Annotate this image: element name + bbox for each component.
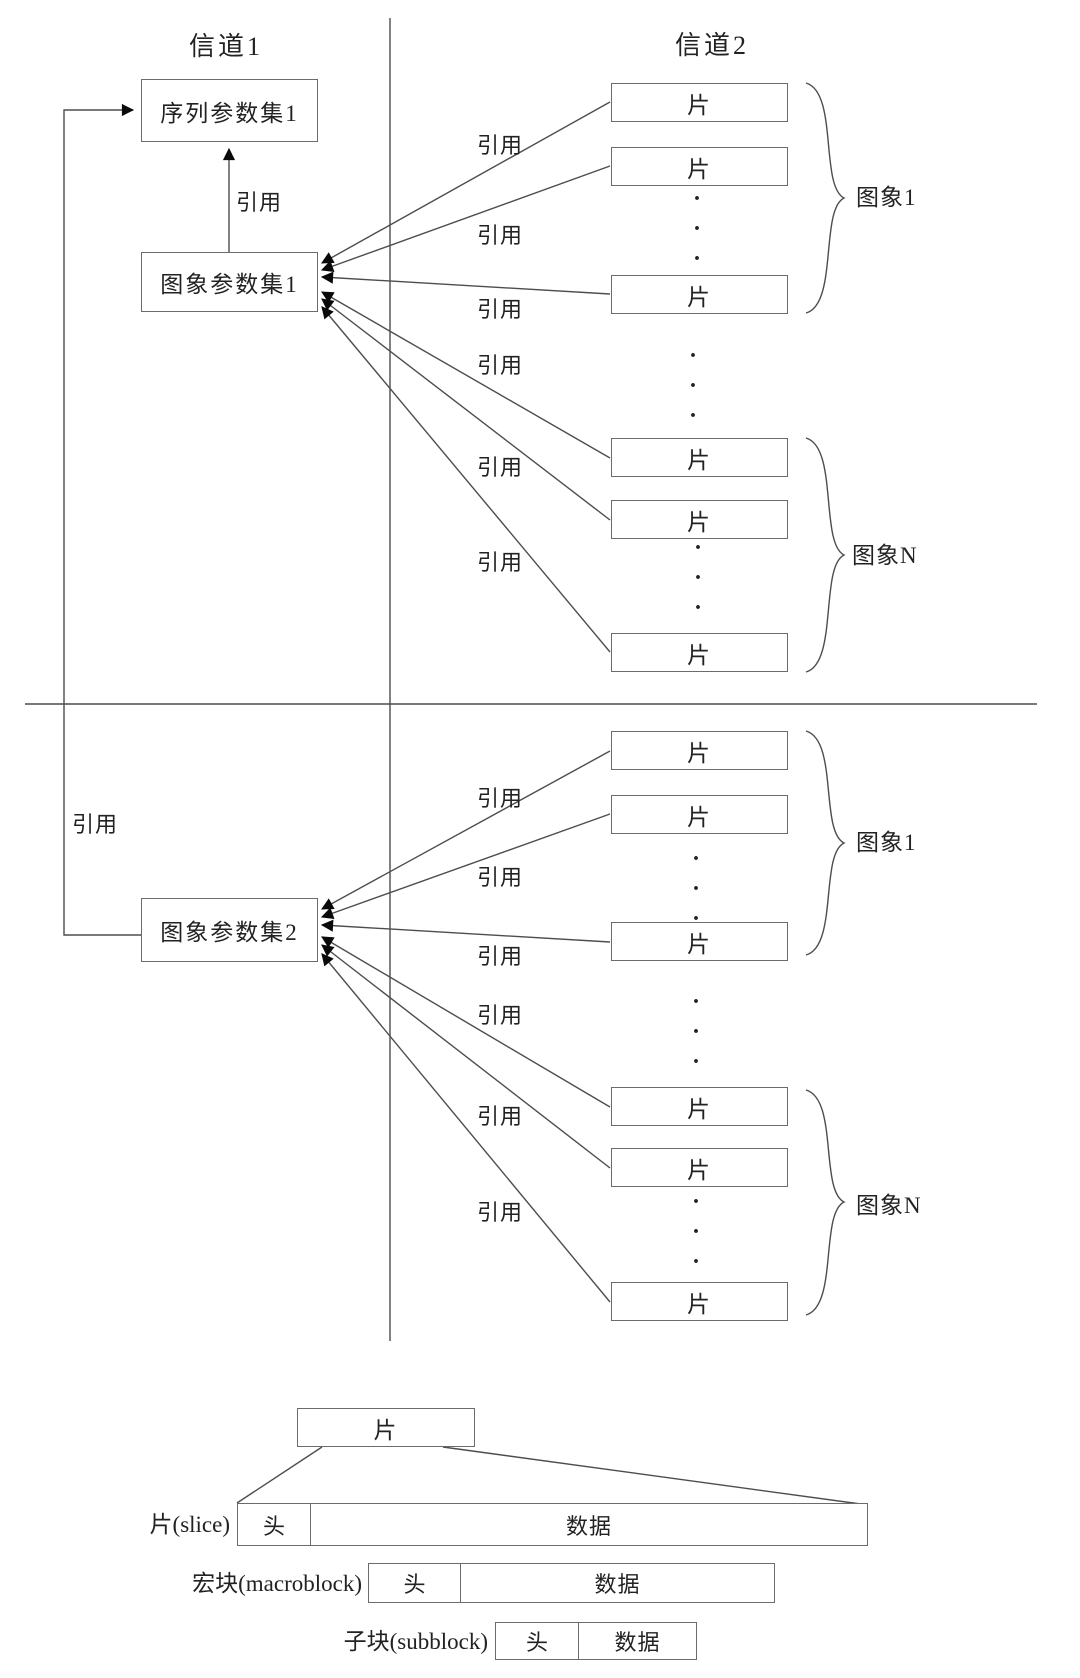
slice-box: 片 [611, 500, 788, 539]
sequence-parameter-set-1-box: 序列参数集1 [141, 79, 318, 142]
reference-label: 引用 [476, 223, 524, 248]
ellipsis-dot: · [693, 246, 702, 272]
slice-row-name: 片(slice) [149, 1512, 230, 1537]
reference-label: 引用 [476, 455, 524, 480]
ellipsis-dot: · [692, 989, 701, 1015]
reference-label: 引用 [476, 1003, 524, 1028]
slice-data-cell: 数据 [565, 1513, 612, 1539]
ellipsis-dot: · [692, 1019, 701, 1045]
ellipsis-dot: · [692, 1219, 701, 1245]
reference-label: 引用 [476, 786, 524, 811]
picture-1-label-bottom: 图象1 [856, 830, 917, 855]
slice-reference-arrow [320, 813, 611, 920]
slice-box: 片 [611, 731, 788, 770]
ellipsis-dot: · [692, 846, 701, 872]
slice-reference-arrow [320, 271, 611, 295]
vertical-ellipsis-dots: · · · [692, 846, 701, 932]
ellipsis-dot: · [692, 906, 701, 932]
slice-header-cell: 头 [238, 1504, 311, 1545]
pictureN-top-brace [805, 437, 846, 673]
subblock-row-name: 子块(subblock) [343, 1629, 488, 1654]
ellipsis-dot: · [693, 186, 702, 212]
vertical-ellipsis-dots: · · · [692, 989, 701, 1075]
subblock-header-cell: 头 [496, 1623, 579, 1659]
pps2-to-sps1-feedback-reference-arrow [63, 103, 141, 936]
picture-n-label-bottom: 图象N [856, 1193, 922, 1218]
picture-n-label-top: 图象N [852, 543, 918, 568]
reference-label: 引用 [476, 1200, 524, 1225]
slice-box: 片 [611, 83, 788, 122]
picture-parameter-set-2-box: 图象参数集2 [141, 898, 318, 962]
ellipsis-dot: · [692, 876, 701, 902]
reference-label: 引用 [476, 550, 524, 575]
reference-label: 引用 [476, 865, 524, 890]
slice-reference-arrow [321, 750, 611, 910]
vertical-ellipsis-dots: · · · [694, 535, 703, 621]
slice-reference-arrow [321, 101, 611, 264]
slice-box: 片 [611, 1087, 788, 1126]
slice-reference-arrow [320, 919, 611, 943]
slice-reference-arrow [321, 936, 611, 1108]
slice-box: 片 [611, 1282, 788, 1321]
slice-reference-arrow [321, 944, 611, 1169]
slice-box: 片 [611, 795, 788, 834]
slice-expansion-line [442, 1446, 869, 1506]
reference-label: 引用 [476, 353, 524, 378]
vertical-ellipsis-dots: · · · [693, 186, 702, 272]
macroblock-header-cell: 头 [369, 1564, 461, 1602]
ellipsis-dot: · [693, 216, 702, 242]
ellipsis-dot: · [692, 1249, 701, 1275]
picture-parameter-set-1-box: 图象参数集1 [141, 252, 318, 312]
ellipsis-dot: · [689, 343, 698, 369]
macroblock-structure-bar: 头 数据 [368, 1563, 775, 1603]
picture1-top-brace [805, 82, 846, 314]
slice-box: 片 [611, 1148, 788, 1187]
reference-label: 引用 [476, 944, 524, 969]
slice-reference-arrow [321, 298, 611, 521]
slice-box: 片 [611, 922, 788, 961]
macroblock-data-cell: 数据 [594, 1572, 641, 1597]
ellipsis-dot: · [692, 1189, 701, 1215]
reference-label: 引用 [71, 812, 119, 837]
ellipsis-dot: · [689, 373, 698, 399]
pictureN-bottom-brace [805, 1089, 846, 1316]
reference-label: 引用 [476, 1104, 524, 1129]
slice-structure-bar: 头 数据 [237, 1503, 868, 1546]
vertical-ellipsis-dots: · · · [692, 1189, 701, 1275]
slice-box: 片 [611, 438, 788, 477]
picture1-bottom-brace [805, 730, 846, 956]
slice-expansion-line [236, 1446, 323, 1504]
picture-1-label-top: 图象1 [856, 185, 917, 210]
slice-box: 片 [611, 275, 788, 314]
ellipsis-dot: · [694, 595, 703, 621]
slice-reference-arrow [321, 306, 611, 653]
slice-box: 片 [611, 633, 788, 672]
reference-label: 引用 [476, 297, 524, 322]
subblock-structure-bar: 头 数据 [495, 1622, 697, 1660]
vertical-ellipsis-dots: · · · [689, 343, 698, 429]
slice-reference-arrow [320, 165, 611, 272]
slice-reference-arrow [321, 291, 611, 459]
expanded-slice-box: 片 [297, 1408, 475, 1447]
reference-label: 引用 [476, 133, 524, 158]
reference-label: 引用 [235, 190, 283, 215]
channel-1-title: 信道1 [188, 32, 263, 61]
ellipsis-dot: · [692, 1049, 701, 1075]
macroblock-row-name: 宏块(macroblock) [192, 1571, 362, 1596]
ellipsis-dot: · [694, 535, 703, 561]
ellipsis-dot: · [694, 565, 703, 591]
slice-box: 片 [611, 147, 788, 186]
channel-2-title: 信道2 [674, 31, 749, 60]
subblock-data-cell: 数据 [614, 1630, 661, 1655]
ellipsis-dot: · [689, 403, 698, 429]
slice-reference-arrow [321, 953, 611, 1303]
